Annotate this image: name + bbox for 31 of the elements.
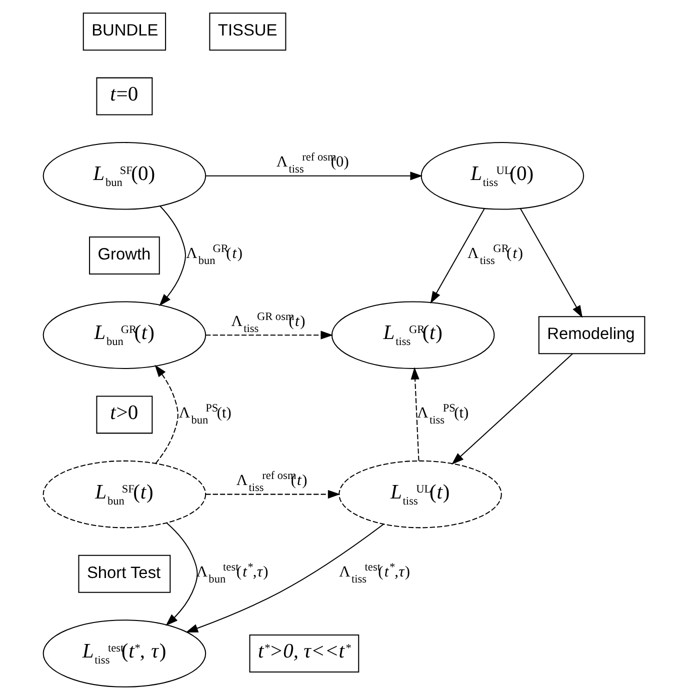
edge-label: Λ$_{tiss}$$^{GR}$(t) — [468, 242, 523, 267]
arrow — [186, 523, 384, 632]
node-ellipse: L$_{tiss}$$^{UL}$(t) — [338, 460, 502, 528]
node-box: t=0 — [96, 76, 153, 115]
arrow — [154, 364, 178, 464]
node-box: Growth — [89, 236, 160, 274]
arrow — [159, 205, 186, 306]
node-box: t$^{*}$>0, τ<<t$^{*}$ — [249, 634, 360, 672]
arrow — [452, 352, 573, 464]
node-box: BUNDLE — [82, 12, 166, 50]
edge-label: Λ$_{tiss}$$^{test}$(t$^{*}$,τ) — [339, 560, 410, 585]
node-ellipse: L$_{bun}$$^{SF}$(t) — [42, 460, 206, 528]
node-box: TISSUE — [209, 12, 286, 50]
arrow — [166, 522, 198, 626]
arrow — [520, 208, 583, 318]
edge-label: Λ$_{bun}$$^{PS}$(t) — [178, 402, 232, 426]
node-ellipse: L$_{tiss}$$^{GR}$(t) — [331, 300, 495, 368]
node-ellipse: L$_{tiss}$$^{UL}$(0) — [420, 142, 584, 210]
node-ellipse: L$_{tiss}$$^{test}$(t$^{*}$, τ) — [42, 619, 206, 687]
arrow — [410, 366, 420, 460]
arrow — [206, 330, 334, 339]
node-ellipse: L$_{bun}$$^{SF}$(0) — [42, 142, 206, 210]
node-box: t>0 — [96, 395, 153, 434]
node-box: Short Test — [78, 554, 171, 592]
arrow — [206, 490, 340, 498]
arrow — [206, 171, 423, 180]
arrow — [430, 208, 485, 304]
node-box: Remodeling — [538, 316, 646, 354]
edge-label: Λ$_{tiss}$$^{PS}$(t) — [417, 402, 469, 426]
edge-label: Λ$_{bun}$$^{GR}$(t) — [186, 242, 243, 267]
node-ellipse: L$_{bun}$$^{GR}$(t) — [42, 300, 206, 368]
